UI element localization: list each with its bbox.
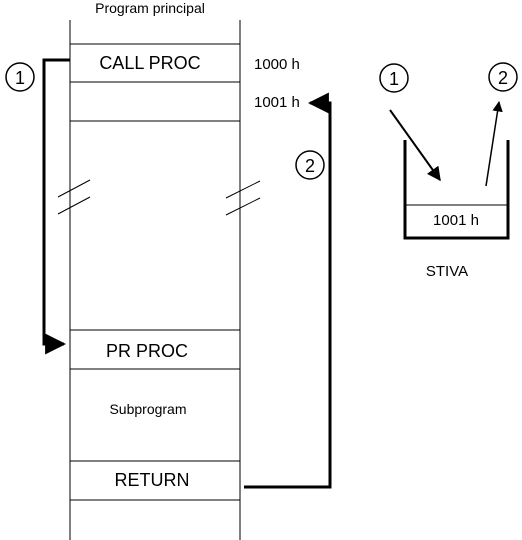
stack-push-arrow bbox=[389, 109, 441, 182]
program-title: Program principal bbox=[95, 0, 205, 16]
step-2-number-mid: 2 bbox=[305, 156, 315, 176]
stack-entry-value: 1001 h bbox=[433, 212, 479, 229]
stack-label: STIVA bbox=[426, 263, 468, 280]
call-address: 1000 h bbox=[254, 56, 300, 73]
return-address: 1001 h bbox=[254, 94, 300, 111]
stack-pop-arrow bbox=[485, 100, 503, 187]
subprogram-label: Subprogram bbox=[109, 401, 186, 417]
pr-proc-label: PR PROC bbox=[106, 341, 188, 361]
step-1-number-stack: 1 bbox=[389, 69, 399, 89]
return-jump-arrow bbox=[244, 92, 332, 489]
return-label: RETURN bbox=[115, 470, 190, 490]
stack-container bbox=[403, 140, 510, 240]
call-proc-label: CALL PROC bbox=[99, 53, 200, 73]
program-memory-column bbox=[69, 20, 241, 540]
call-jump-arrow bbox=[42, 58, 70, 355]
step-1-marker-stack: 1 bbox=[379, 63, 409, 93]
step-2-number-stack: 2 bbox=[498, 68, 508, 88]
step-1-number-left: 1 bbox=[15, 68, 25, 88]
memory-break-marks bbox=[57, 179, 261, 216]
step-1-marker-left: 1 bbox=[5, 62, 35, 92]
step-2-marker-mid: 2 bbox=[295, 150, 325, 180]
step-2-marker-stack: 2 bbox=[488, 62, 518, 92]
